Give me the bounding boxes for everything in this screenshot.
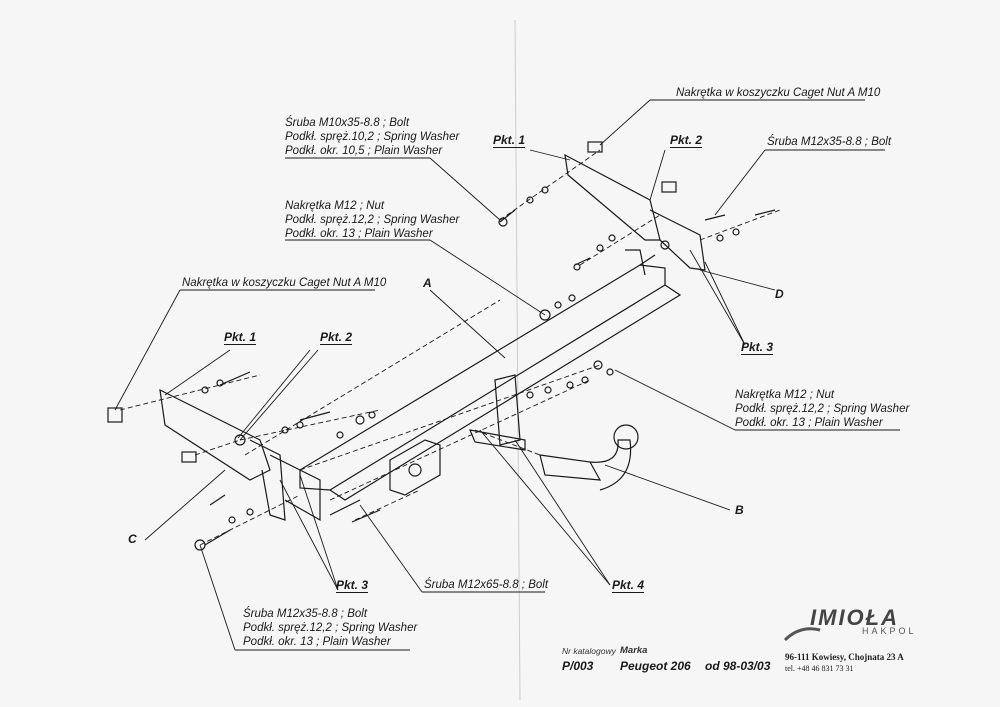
callout-nut-m12-right-line3: Podkł. okr. 13 ; Plain Washer [735, 417, 883, 429]
company-logo-sub: HAKPOL [862, 626, 917, 636]
logo-swoosh [783, 627, 821, 642]
part-letter-a: A [423, 276, 432, 290]
callout-nut-m12-right-line1: Nakrętka M12 ; Nut [735, 389, 835, 401]
caget-nut-top [587, 141, 603, 153]
model-years: od 98-03/03 [705, 659, 771, 673]
point-label-pkt1-left: Pkt. 1 [224, 330, 257, 345]
callout-nut-m12-right-line2: Podkł. spręż.12,2 ; Spring Washer [735, 403, 910, 415]
callout-bolt-m10-line2: Podkł. spręż.10,2 ; Spring Washer [285, 131, 460, 143]
point-label-pkt3-left: Pkt. 3 [336, 578, 369, 593]
callout-bolt-m12x65: Śruba M12x65-8.8 ; Bolt [424, 579, 549, 591]
ball-mount-b [469, 374, 639, 491]
point-label-pkt2-top: Pkt. 2 [670, 133, 703, 148]
part-letter-b: B [735, 503, 744, 517]
caget-nut-left [107, 407, 123, 423]
callout-caget-top: Nakrętka w koszyczku Caget Nut A M10 [676, 87, 881, 99]
catalog-number: P/003 [562, 659, 594, 673]
company-logo: IMIOŁA [810, 605, 899, 630]
callout-bolt-m12-bottom-line3: Podkł. okr. 13 ; Plain Washer [243, 636, 391, 648]
bracket-c [159, 388, 321, 522]
callout-nut-m12-top-line3: Podkł. okr. 13 ; Plain Washer [285, 228, 433, 240]
company-phone: tel. +48 46 831 73 31 [785, 664, 854, 673]
caget-nut-top-2 [661, 181, 677, 193]
callout-nut-m12-top-line1: Nakrętka M12 ; Nut [285, 200, 385, 212]
point-label-pkt2-left: Pkt. 2 [320, 330, 353, 345]
point-label-pkt4: Pkt. 4 [612, 578, 645, 593]
point-label-pkt1-top: Pkt. 1 [493, 133, 526, 148]
callout-bolt-m10-line1: Śruba M10x35-8.8 ; Bolt [285, 117, 410, 129]
callout-caget-left: Nakrętka w koszyczku Caget Nut A M10 [182, 277, 387, 289]
car-model: Peugeot 206 [620, 659, 691, 673]
assembly-lines [119, 149, 781, 546]
crossbar-a [299, 249, 682, 501]
brand-label: Marka [620, 645, 648, 656]
callout-bolt-m12-top: Śruba M12x35-8.8 ; Bolt [767, 136, 892, 148]
bracket-d [564, 153, 706, 271]
part-letter-d: D [775, 287, 784, 301]
socket-plate [389, 439, 441, 496]
page-fold-line [514, 19, 521, 701]
point-label-pkt3-right: Pkt. 3 [741, 340, 774, 355]
callout-bolt-m10-line3: Podkł. okr. 10,5 ; Plain Washer [285, 145, 443, 157]
caget-nut-left-2 [181, 451, 197, 463]
part-letter-c: C [128, 532, 137, 546]
company-address: 96-111 Kowiesy, Chojnata 23 A [785, 652, 904, 662]
leader-lines [114, 99, 900, 651]
callout-nut-m12-top-line2: Podkł. spręż.12,2 ; Spring Washer [285, 214, 460, 226]
fasteners [107, 141, 776, 551]
callout-bolt-m12-bottom-line1: Śruba M12x35-8.8 ; Bolt [243, 608, 368, 620]
callout-bolt-m12-bottom-line2: Podkł. spręż.12,2 ; Spring Washer [243, 622, 418, 634]
catalog-number-label: Nr katalogowy [562, 646, 616, 656]
